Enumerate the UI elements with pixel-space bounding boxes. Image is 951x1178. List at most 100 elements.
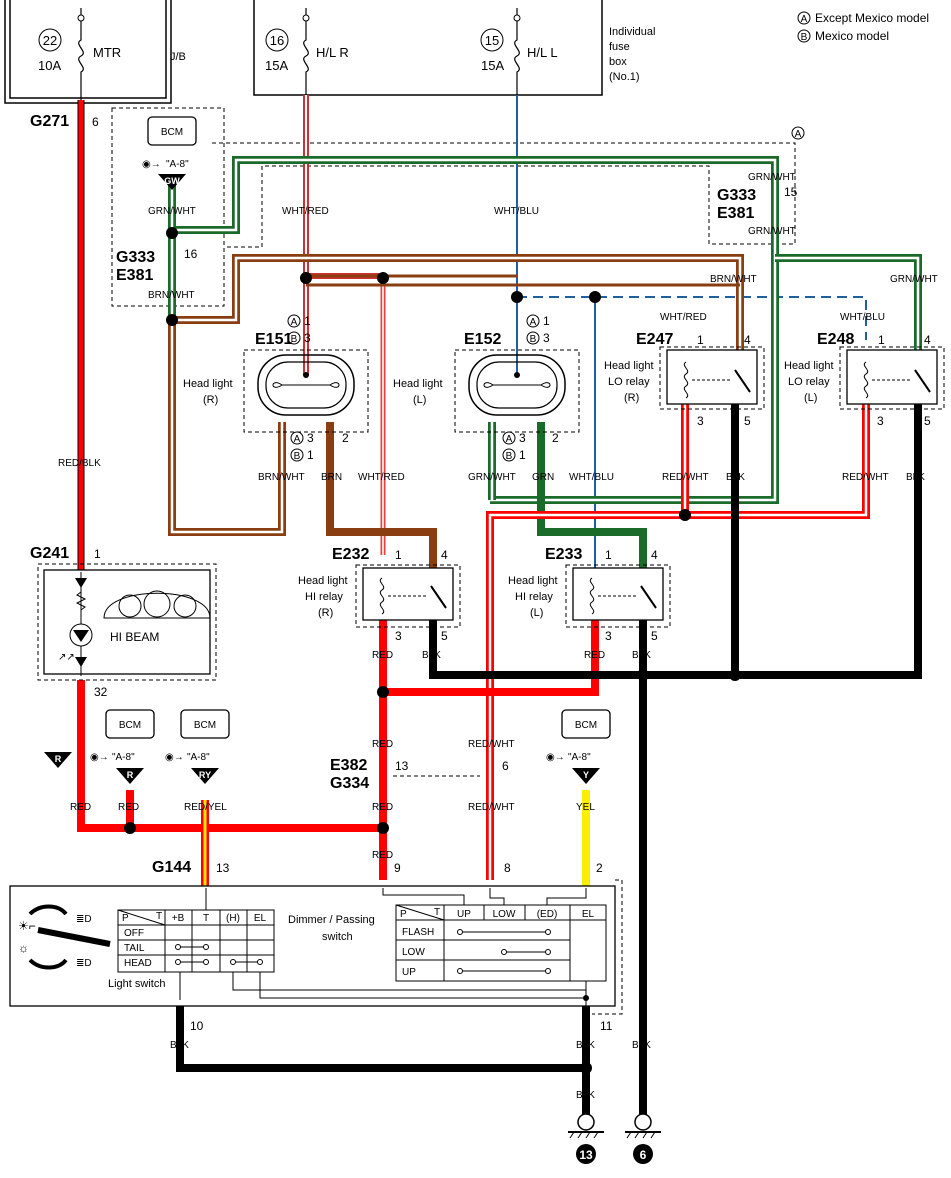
connector-g241-pin2: 32 — [94, 685, 108, 699]
wire-blk-4: BLK — [632, 650, 651, 661]
svg-text:3: 3 — [605, 629, 612, 643]
svg-text:T: T — [434, 907, 440, 918]
connector-g333-left-pin: 16 — [184, 247, 198, 261]
ground-13-label: 13 — [579, 1148, 593, 1162]
connector-g333-right-pin: 15 — [784, 185, 798, 199]
wire-red-wht-3: RED/WHT — [468, 739, 515, 750]
combination-meter: ↗↗ HI BEAM — [37, 563, 217, 681]
fuse-22-amp: 10A — [38, 58, 61, 73]
fuse-box-label-1: Individual — [609, 26, 655, 38]
ground-6: 6 — [625, 1113, 661, 1164]
head-light-r-side: (R) — [203, 394, 218, 406]
headlight-left: E152 A 1 B 3 Head light (L) A 3 B 1 2 — [393, 314, 580, 462]
hi-relay-l-label-1: Head light — [508, 575, 558, 587]
svg-text:5: 5 — [744, 414, 751, 428]
wire-red-wht-4: RED/WHT — [468, 802, 515, 813]
wire-yel: YEL — [576, 802, 595, 813]
lamp-icon: ☼ — [18, 941, 29, 955]
wire-red-5: RED — [70, 802, 91, 813]
wire-red-6: RED — [118, 802, 139, 813]
svg-text:T: T — [203, 913, 209, 924]
wire-red-4: RED — [372, 802, 393, 813]
wire-blk-5: BLK — [170, 1040, 189, 1051]
svg-text:1: 1 — [697, 333, 704, 347]
fuse-15-number: 15 — [485, 33, 499, 48]
svg-text:TAIL: TAIL — [124, 943, 145, 954]
hi-relay-l-label-2: HI relay — [515, 591, 553, 603]
svg-text:1: 1 — [519, 448, 526, 462]
lo-relay-r-label-3: (R) — [624, 392, 639, 404]
legend-a-text: Except Mexico model — [815, 11, 929, 25]
svg-text:T: T — [156, 911, 162, 922]
bcm-gw-tag: GW — [164, 176, 180, 186]
svg-text:2: 2 — [552, 431, 559, 445]
lo-relay-r-label-1: Head light — [604, 360, 654, 372]
svg-text:"A-8": "A-8" — [112, 752, 135, 763]
svg-text:"A-8": "A-8" — [187, 752, 210, 763]
svg-text:(H): (H) — [226, 913, 240, 924]
svg-text:A: A — [291, 317, 298, 328]
connector-e381-left: E381 — [116, 267, 153, 284]
svg-text:UP: UP — [457, 909, 471, 920]
eye-icon: ◉→ — [546, 752, 565, 763]
svg-text:OFF: OFF — [124, 928, 144, 939]
connector-g334: G334 — [330, 775, 369, 792]
lo-relay-left: E248 1 4 Head light LO relay (L) 3 5 — [784, 331, 945, 428]
connector-e382: E382 — [330, 757, 367, 774]
legend-b-text: Mexico model — [815, 29, 889, 43]
connector-g271-pin: 6 — [92, 115, 99, 129]
wire-wht-red-3: WHT/RED — [358, 472, 405, 483]
svg-text:3: 3 — [304, 331, 311, 345]
svg-text:1: 1 — [605, 548, 612, 562]
head-light-l-label: Head light — [393, 378, 443, 390]
wire-wht-red-2: WHT/RED — [660, 312, 707, 323]
head-light-l-side: (L) — [413, 394, 426, 406]
wire-brn-wht-1: BRN/WHT — [148, 290, 195, 301]
fuse-16-number: 16 — [270, 33, 284, 48]
legend-a-mark: A — [801, 14, 808, 25]
svg-text:5: 5 — [441, 629, 448, 643]
model-a-mark: A — [795, 129, 802, 140]
connector-e248: E248 — [817, 331, 854, 348]
hi-relay-right: E232 1 4 Head light HI relay (R) 3 5 — [298, 546, 461, 643]
wire-red-1: RED — [372, 650, 393, 661]
fuse-22-number: 22 — [43, 33, 57, 48]
connector-g333-left: G333 — [116, 249, 155, 266]
ground-13: 13 — [568, 1113, 604, 1164]
svg-text:FLASH: FLASH — [402, 927, 434, 938]
svg-text:2: 2 — [596, 861, 603, 875]
bcm-ref: "A-8" — [166, 159, 189, 170]
svg-text:11: 11 — [600, 1019, 613, 1033]
hi-relay-r-label-1: Head light — [298, 575, 348, 587]
fuse-15-name: H/L L — [527, 45, 558, 60]
connector-e232: E232 — [332, 546, 369, 563]
fuse-16-amp: 15A — [265, 58, 288, 73]
connector-e247: E247 — [636, 331, 673, 348]
fuse-box-label-3: box — [609, 56, 627, 68]
jb-label: J/B — [170, 51, 186, 63]
svg-text:A: A — [530, 317, 537, 328]
svg-text:1: 1 — [878, 333, 885, 347]
connector-e233: E233 — [545, 546, 582, 563]
headlight-right: E151 A 1 B 3 Head light (R) A 3 B 1 2 — [183, 314, 369, 462]
svg-text:4: 4 — [924, 333, 931, 347]
svg-text:P: P — [122, 913, 129, 924]
svg-text:4: 4 — [651, 548, 658, 562]
hi-relay-r-label-2: HI relay — [305, 591, 343, 603]
connector-g241: G241 — [30, 545, 69, 562]
svg-text:2: 2 — [342, 431, 349, 445]
wire-brn-wht-2: BRN/WHT — [710, 274, 757, 285]
svg-text:LOW: LOW — [493, 909, 516, 920]
wire-brn: BRN — [321, 472, 342, 483]
wire-red-blk: RED/BLK — [58, 458, 101, 469]
light-switch-label: Light switch — [108, 978, 165, 990]
fuse-block-individual: 16 15A H/L R 15 15A H/L L Individual fus… — [253, 0, 655, 96]
wire-grn-wht-5: GRN/WHT — [468, 472, 516, 483]
wire-grn-wht-4: GRN/WHT — [890, 274, 938, 285]
svg-text:A: A — [294, 434, 301, 445]
svg-text:4: 4 — [441, 548, 448, 562]
svg-text:3: 3 — [877, 414, 884, 428]
svg-text:1: 1 — [307, 448, 314, 462]
svg-text:3: 3 — [697, 414, 704, 428]
